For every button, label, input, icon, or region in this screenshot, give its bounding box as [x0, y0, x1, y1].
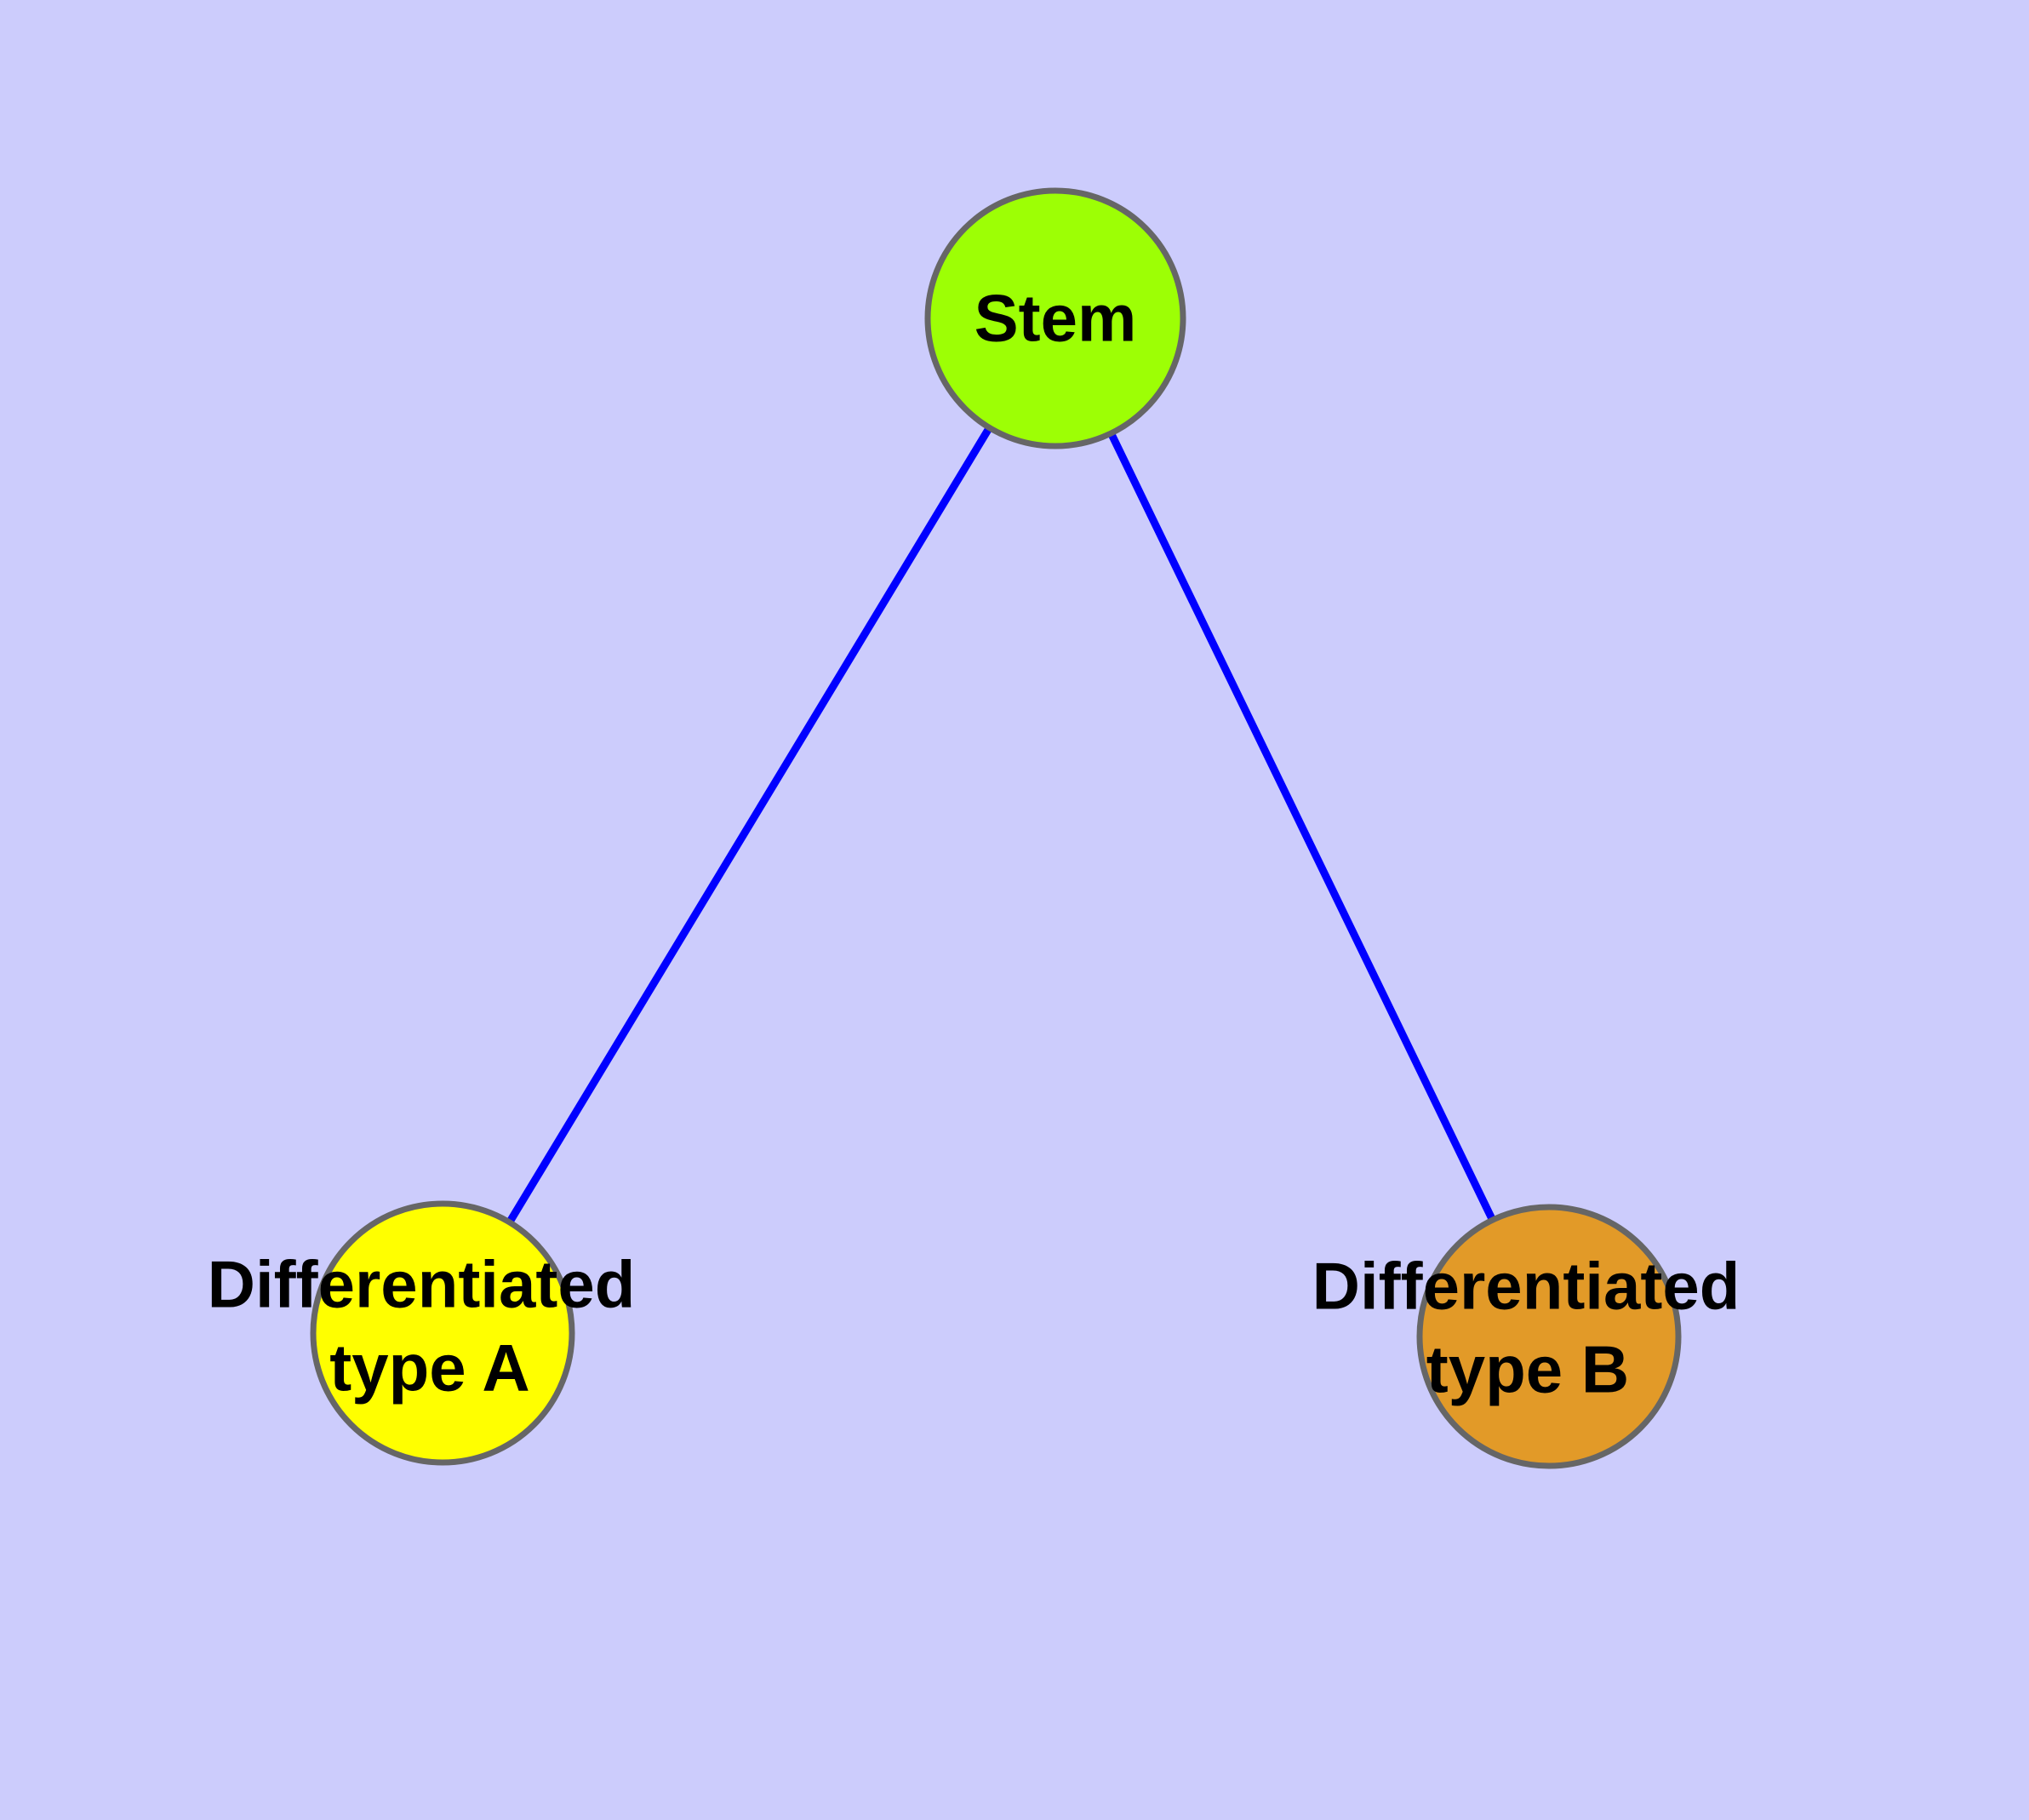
nodes-group [310, 187, 1682, 1469]
node-label-stem: Stem [974, 281, 1137, 356]
node-circle-stem[interactable] [924, 187, 1186, 449]
node-label-differentiated-type-a-line2: type A [329, 1331, 530, 1405]
edge-stem-to-differentiated-type-b[interactable] [1051, 317, 1553, 1338]
edges-group [439, 316, 1553, 1338]
node-label-differentiated-type-a-line1: Differentiated [208, 1247, 636, 1322]
node-differentiated-type-a[interactable] [310, 1200, 575, 1466]
node-label-differentiated-type-b-line2: type B [1426, 1332, 1629, 1407]
node-circle-differentiated-type-a[interactable] [310, 1200, 575, 1466]
labels-group: Stem Differentiated type A Differentiate… [208, 281, 1740, 1407]
node-differentiated-type-b[interactable] [1416, 1204, 1682, 1469]
node-label-differentiated-type-b-line1: Differentiated [1312, 1249, 1740, 1324]
node-stem[interactable] [924, 187, 1186, 449]
node-circle-differentiated-type-b[interactable] [1416, 1204, 1682, 1469]
edge-stem-to-differentiated-type-a[interactable] [439, 316, 1059, 1336]
